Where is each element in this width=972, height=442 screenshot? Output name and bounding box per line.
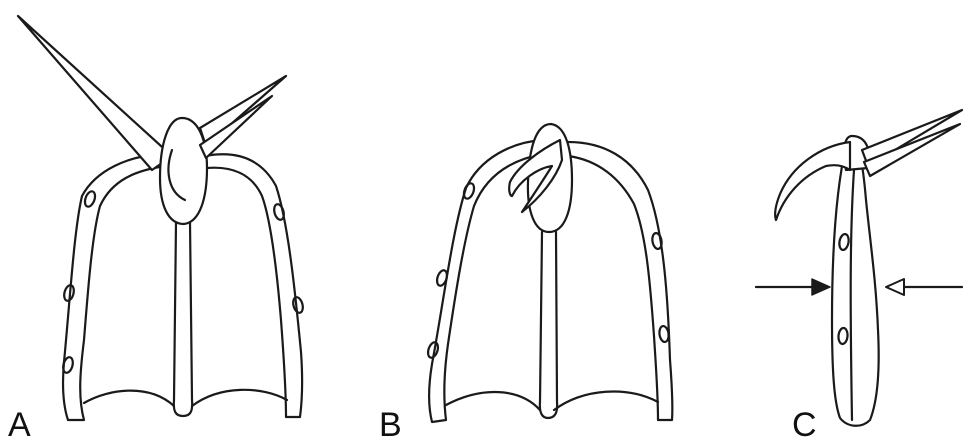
panel-a-left-arch bbox=[63, 154, 166, 420]
panel-b-central-stalk bbox=[540, 232, 557, 418]
arrow-filled-right bbox=[756, 279, 830, 295]
panel-b-pore bbox=[462, 182, 476, 200]
arrow-open-left bbox=[886, 279, 962, 295]
panel-label-b: B bbox=[379, 406, 402, 442]
panel-a-central-head bbox=[160, 118, 207, 224]
panel-a bbox=[18, 16, 304, 420]
panel-label-a: A bbox=[8, 406, 31, 442]
panel-label-c: C bbox=[792, 406, 817, 442]
panel-a-right-arch bbox=[205, 154, 302, 417]
panel-c-side-band bbox=[832, 146, 879, 426]
panel-b-pore bbox=[435, 269, 449, 287]
panel-a-central-stalk bbox=[174, 222, 192, 416]
panel-a-pore bbox=[273, 203, 286, 221]
panel-b-pore bbox=[651, 232, 663, 249]
panel-b-right-arch bbox=[568, 142, 672, 420]
panel-a-bottom-edge bbox=[84, 390, 287, 406]
panel-a-pore bbox=[292, 296, 305, 314]
panel-a-long-spine bbox=[18, 16, 172, 170]
panel-b bbox=[426, 124, 672, 422]
panel-b-pore bbox=[426, 341, 440, 359]
panel-c bbox=[756, 110, 962, 426]
panel-b-bottom-edge bbox=[446, 392, 658, 410]
